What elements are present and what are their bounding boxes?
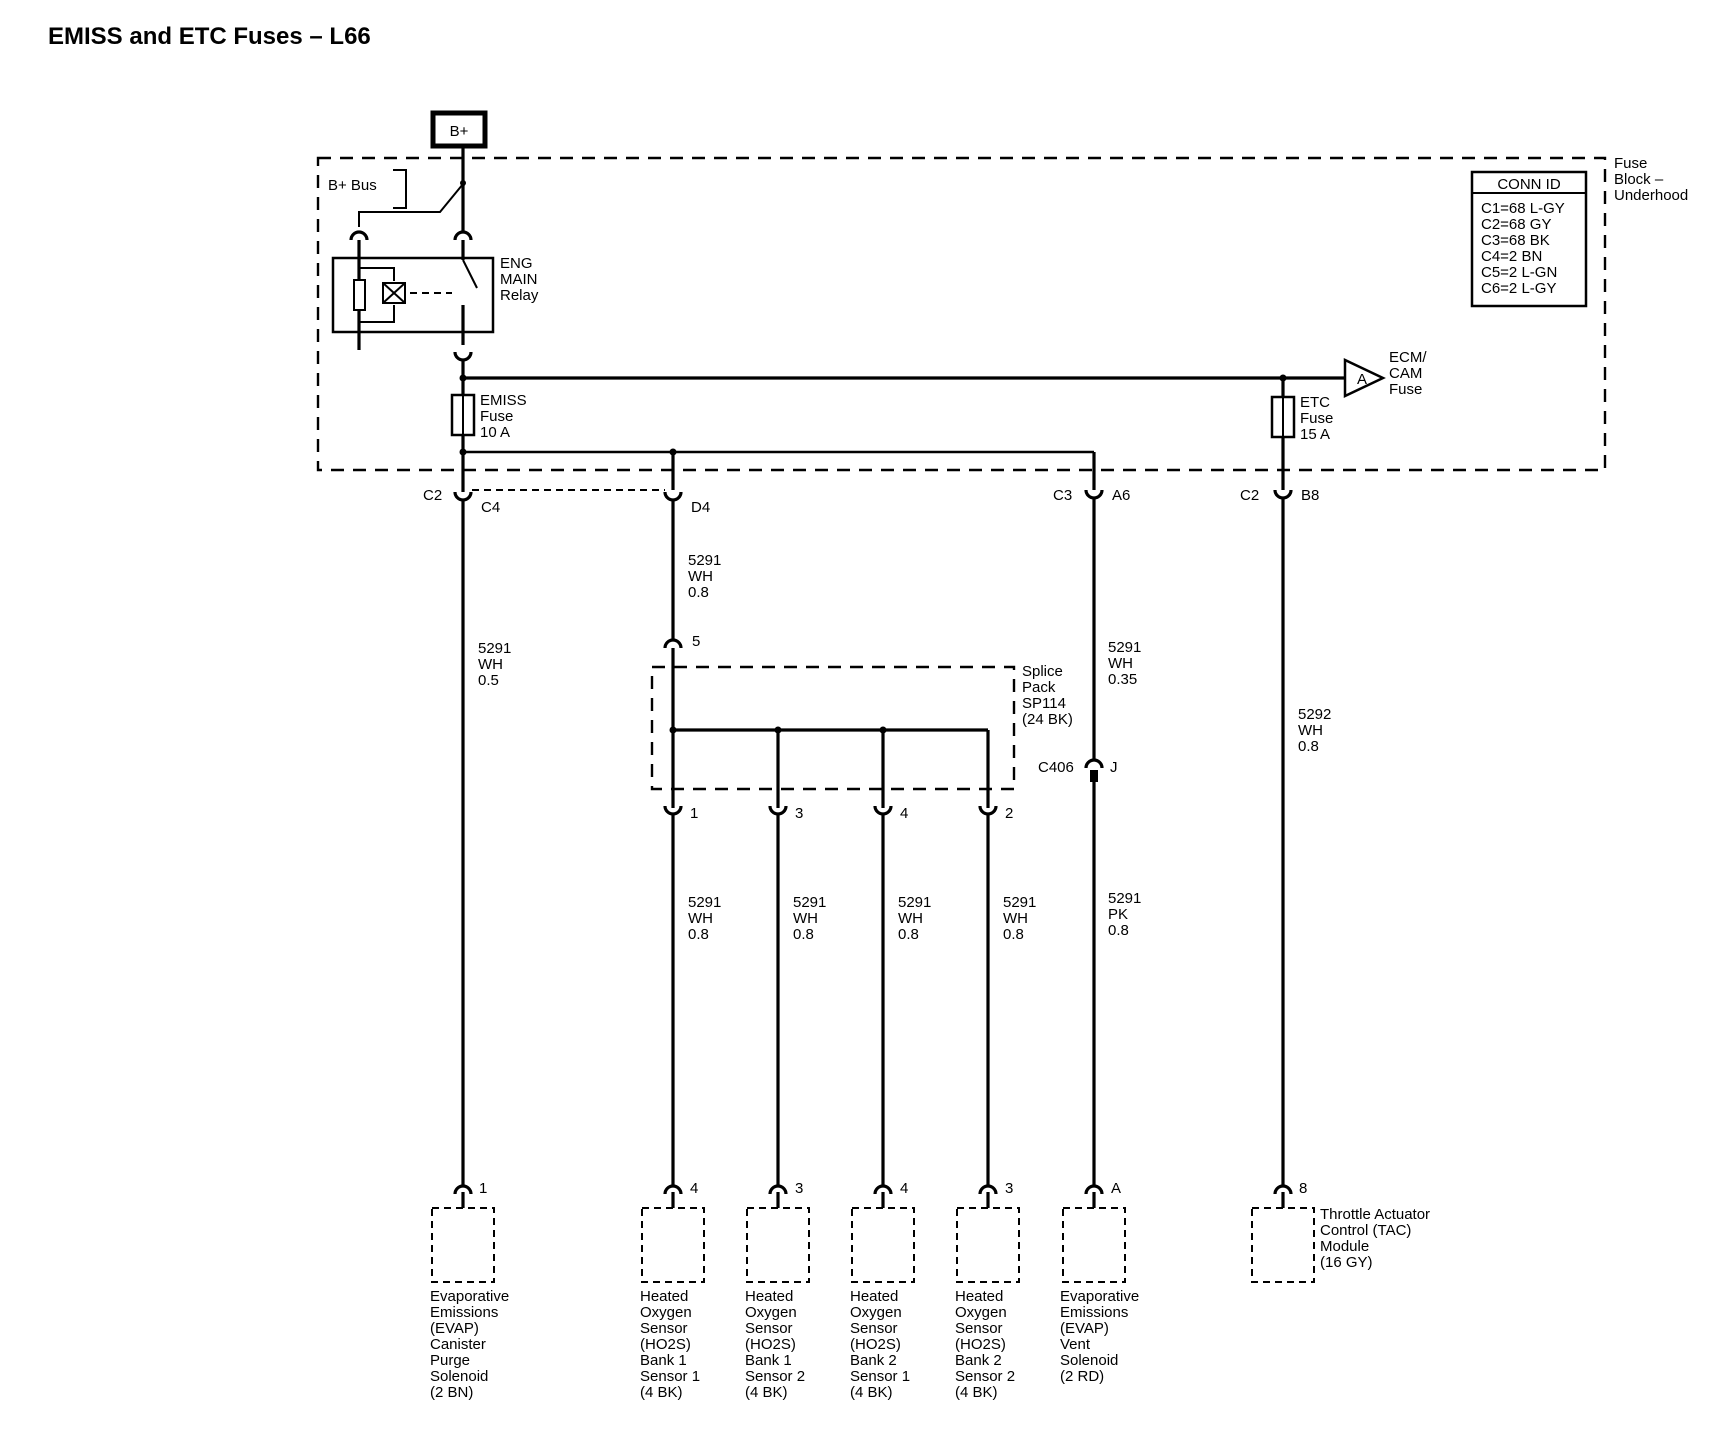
component-ho2s-b2s1: 4 Heated Oxygen Sensor (HO2S) Bank 2 Sen… [850,1180,915,1401]
emiss-fuse-label: EMISS Fuse 10 A [480,392,531,441]
etc-fuse-label: ETC Fuse 15 A [1300,394,1338,443]
splice-out-pin: 1 [690,805,698,822]
conn-name: C3 [1053,487,1072,504]
wire-tac: 5292 WH 0.8 [1281,498,1336,1186]
wire-ho2s-b1s1: 5291 WH 0.8 [671,814,726,1186]
component-pin: A [1111,1180,1121,1197]
bus-label: B+ Bus [328,177,377,194]
connector-c2-b8: C2 B8 [1240,487,1319,504]
wire-label: 5291 WH 0.8 [688,552,726,601]
component-label: Heated Oxygen Sensor (HO2S) Bank 2 Senso… [850,1288,914,1401]
fuse-block-outline [316,156,1607,472]
component-pin: 3 [795,1180,803,1197]
splice-pack-sp114: Splice Pack SP114 (24 BK) 1 3 4 2 [650,648,1073,822]
splice-out-pin: 3 [795,805,803,822]
wire-ho2s-b2s2: 5291 WH 0.8 [986,814,1041,1186]
wire-evap-purge: 5291 WH 0.5 [461,500,516,1186]
component-ho2s-b1s2: 3 Heated Oxygen Sensor (HO2S) Bank 1 Sen… [745,1180,810,1401]
wire-ho2s-b2s1: 5291 WH 0.8 [881,814,936,1186]
connector-c2-c4: C2 C4 [423,487,500,516]
component-pin: 1 [479,1180,487,1197]
conn-name: C2 [423,487,442,504]
wire-label: 5291 WH 0.8 [793,894,831,943]
component-ho2s-b1s1: 4 Heated Oxygen Sensor (HO2S) Bank 1 Sen… [640,1180,705,1401]
connector-d4: D4 [663,491,710,516]
component-label: Evaporative Emissions (EVAP) Vent Soleno… [1060,1288,1143,1385]
battery-label: B+ [450,123,469,140]
wire-label: 5292 WH 0.8 [1298,706,1336,755]
c406-pin: J [1110,759,1118,776]
c406-conn: C406 [1038,759,1074,776]
component-pin: 3 [1005,1180,1013,1197]
splice-in-pin: 5 [692,633,700,650]
conn-name: C2 [1240,487,1259,504]
component-label: Evaporative Emissions (EVAP) Canister Pu… [430,1288,513,1401]
component-label: Throttle Actuator Control (TAC) Module (… [1320,1206,1434,1271]
wire-label: 5291 WH 0.8 [1003,894,1041,943]
etc-fuse: ETC Fuse 15 A [1270,378,1338,490]
component-pin: 4 [690,1180,698,1197]
conn-pin: C4 [481,499,500,516]
component-pin: 8 [1299,1180,1307,1197]
wire-label: 5291 WH 0.8 [898,894,936,943]
component-label: Heated Oxygen Sensor (HO2S) Bank 1 Senso… [745,1288,809,1401]
component-label: Heated Oxygen Sensor (HO2S) Bank 2 Senso… [955,1288,1019,1401]
component-pin: 4 [900,1180,908,1197]
battery-source: B+ [430,110,488,149]
fuse-block-label: Fuse Block – Underhood [1614,155,1688,204]
wire-label: 5291 PK 0.8 [1108,890,1146,939]
conn-id-heading: CONN ID [1497,176,1561,193]
offpage-label: ECM/ CAM Fuse [1389,349,1431,398]
splice-out-pin: 2 [1005,805,1013,822]
component-label: Heated Oxygen Sensor (HO2S) Bank 1 Senso… [640,1288,704,1401]
conn-pin: A6 [1112,487,1130,504]
wire-label: 5291 WH 0.35 [1108,639,1146,688]
relay-label: ENG MAIN Relay [500,255,542,304]
offpage-letter: A [1357,371,1367,388]
splice-label: Splice Pack SP114 (24 BK) [1022,663,1073,728]
page-title: EMISS and ETC Fuses – L66 [48,23,371,50]
conn-pin: B8 [1301,487,1319,504]
wire-splice-feed: 5291 WH 0.8 5 [663,500,726,650]
conn-id-table: CONN ID C1=68 L-GY C2=68 GY C3=68 BK C4=… [1470,170,1588,308]
b-plus-bus: B+ Bus [322,146,466,233]
eng-main-relay: ENG MAIN Relay [331,230,542,362]
component-tac-module: 8 Throttle Actuator Control (TAC) Module… [1251,1180,1434,1283]
wire-label: 5291 WH 0.5 [478,640,516,689]
splice-out-pin: 4 [900,805,908,822]
wire-label: 5291 WH 0.8 [688,894,726,943]
conn-pin: D4 [691,499,710,516]
connector-c3-a6: C3 A6 [1053,487,1130,504]
conn-id-rows: C1=68 L-GY C2=68 GY C3=68 BK C4=2 BN C5=… [1481,200,1569,297]
component-evap-purge-solenoid: 1 Evaporative Emissions (EVAP) Canister … [430,1180,513,1401]
component-evap-vent-solenoid: A Evaporative Emissions (EVAP) Vent Sole… [1060,1180,1143,1385]
component-ho2s-b2s2: 3 Heated Oxygen Sensor (HO2S) Bank 2 Sen… [955,1180,1020,1401]
wire-evap-vent: 5291 WH 0.35 C406 J 5291 PK 0.8 [1038,498,1146,1186]
emiss-distribution [459,448,1096,491]
main-feed: A ECM/ CAM Fuse [459,349,1431,492]
emiss-fuse: EMISS Fuse 10 A [450,392,531,441]
wire-ho2s-b1s2: 5291 WH 0.8 [776,814,831,1186]
